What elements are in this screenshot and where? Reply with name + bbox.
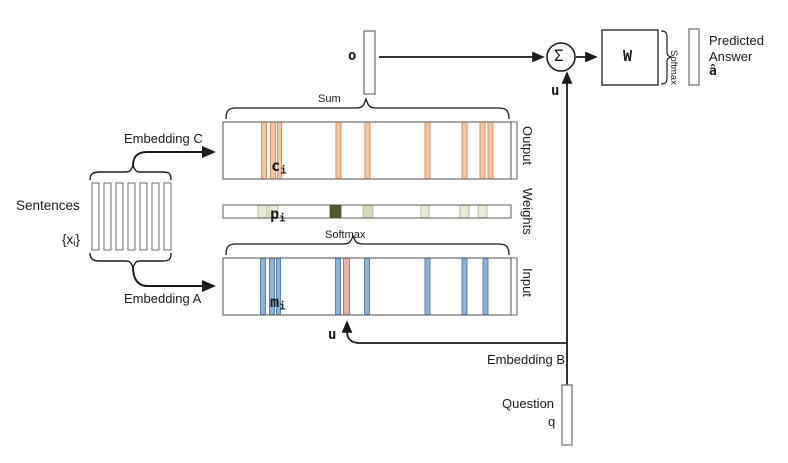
- question-label: Question: [502, 396, 555, 411]
- sigma-label: Σ: [554, 46, 564, 65]
- embedding-c-arrow: [132, 146, 216, 167]
- embedding-a-label: Embedding A: [124, 291, 202, 306]
- input-memory-box: [222, 257, 512, 316]
- w-matrix-label: W: [623, 47, 633, 65]
- sentences-symbol: {xi}: [47, 216, 80, 265]
- softmax-out-label: Softmax: [668, 50, 679, 85]
- question-symbol-label: q: [548, 414, 556, 429]
- w-matrix-box: [601, 29, 659, 86]
- output-vector-o: [363, 30, 376, 95]
- m-vector-label: mi: [234, 276, 286, 330]
- sentences-symbol-open: {x: [62, 231, 74, 247]
- side-brace-input: [511, 257, 518, 316]
- u-bottom-label: u: [328, 327, 337, 343]
- c-vector-base: c: [271, 156, 281, 175]
- softmax-out-brace: [660, 30, 673, 85]
- u-feedback-arrow: [341, 320, 567, 344]
- predicted-answer-symbol: â: [709, 64, 717, 79]
- output-side-label: Output: [520, 126, 535, 166]
- sentences-top-brace: [89, 164, 172, 181]
- predicted-answer-line1: Predicted: [709, 33, 764, 48]
- weights-row-box: [222, 204, 512, 219]
- predicted-answer-vector: [688, 28, 700, 86]
- sentences-label: Sentences: [16, 198, 80, 213]
- embedding-c-label: Embedding C: [124, 131, 203, 146]
- embedding-b-label: Embedding B: [487, 352, 566, 367]
- sentences-symbol-close: }: [75, 231, 80, 247]
- u-top-label: u: [551, 83, 560, 99]
- weights-side-label: Weights: [520, 188, 535, 235]
- sentences-bottom-brace: [89, 252, 172, 269]
- predicted-answer-line2: Answer: [709, 49, 753, 64]
- p-vector-sub: i: [279, 211, 286, 225]
- side-brace-output: [511, 121, 518, 180]
- c-vector-label: ci: [235, 140, 287, 194]
- sentences-bars: [91, 182, 172, 251]
- sentences-symbol-sub: i: [73, 238, 76, 250]
- sum-brace: [225, 96, 510, 120]
- sum-label: Sum: [318, 93, 341, 105]
- m-vector-base: m: [270, 292, 280, 311]
- o-vector-label: o: [348, 48, 357, 64]
- sigma-node: [546, 42, 576, 72]
- output-memory-box: [222, 121, 512, 180]
- softmax-brace: [225, 234, 510, 256]
- c-vector-sub: i: [280, 163, 287, 177]
- softmax-inner-label: Softmax: [325, 229, 366, 241]
- question-vector: [561, 384, 573, 446]
- p-vector-label: pi: [234, 188, 286, 242]
- embedding-a-arrow: [132, 266, 216, 292]
- m-vector-sub: i: [279, 299, 286, 313]
- input-side-label: Input: [520, 268, 535, 297]
- p-vector-base: p: [270, 204, 280, 223]
